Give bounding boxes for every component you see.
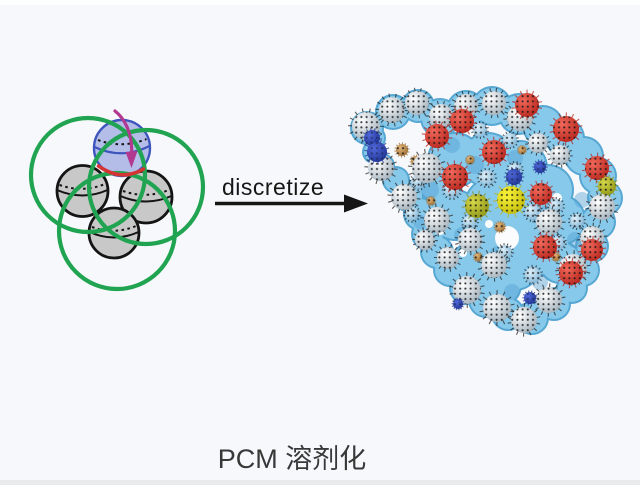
pale-tessera-sphere — [568, 212, 586, 230]
navy-tessera-sphere — [522, 290, 538, 306]
probe-equator-dashed — [97, 138, 147, 146]
arrow-head — [344, 194, 368, 213]
red-tessera-sphere — [446, 105, 478, 137]
caption: PCM 溶剂化 — [218, 444, 367, 474]
solute-cavity-diagram — [28, 109, 206, 292]
red-tessera-sphere — [438, 160, 472, 194]
olive-tessera-sphere — [461, 190, 493, 222]
tan-tessera-sphere — [425, 195, 437, 207]
white-tessera-sphere — [478, 87, 510, 119]
tan-tessera-sphere — [516, 144, 528, 156]
navy-tessera-sphere — [451, 297, 465, 311]
red-tessera-sphere — [577, 235, 607, 265]
yellow-tessera-sphere — [493, 182, 529, 218]
red-tessera-sphere — [511, 89, 543, 121]
sphere-intersection-arc — [96, 164, 146, 177]
white-tessera-sphere — [585, 190, 619, 224]
white-tessera-sphere — [477, 248, 511, 282]
pale-tessera-sphere — [501, 131, 519, 149]
red-tessera-sphere — [581, 152, 613, 184]
white-tessera-sphere — [412, 227, 438, 253]
white-tessera-sphere — [532, 283, 566, 317]
discretize-arrow-group: discretize — [215, 174, 368, 213]
red-tessera-sphere — [549, 112, 583, 146]
pale-tessera-sphere — [403, 205, 421, 223]
pale-tessera-sphere — [476, 167, 498, 189]
pale-tessera-sphere — [522, 264, 544, 286]
red-tessera-sphere — [555, 257, 587, 289]
probe-equator — [94, 145, 150, 155]
white-tessera-sphere — [433, 244, 463, 272]
discretize-label: discretize — [222, 174, 324, 200]
probe-path-arrow — [113, 109, 138, 168]
top-edge-strip — [0, 0, 640, 5]
solvent-sphere-circle — [28, 115, 148, 235]
tan-tessera-sphere — [472, 251, 484, 263]
bottom-edge-strip — [0, 480, 640, 485]
white-tessera-sphere — [407, 148, 447, 188]
discretized-molecule-surface — [348, 86, 623, 337]
atom-equator — [120, 195, 172, 203]
white-tessera-sphere — [454, 224, 486, 256]
white-tessera-sphere — [387, 180, 421, 214]
solvent-sphere-circle — [86, 127, 206, 247]
white-tessera-sphere — [375, 93, 409, 127]
atom-equator-dashed — [59, 183, 106, 190]
white-tessera-sphere — [525, 130, 551, 156]
atom-equator-dashed — [122, 189, 170, 196]
white-tessera-sphere — [420, 203, 454, 237]
red-tessera-sphere — [478, 136, 510, 168]
atom-equator — [56, 189, 108, 197]
white-tessera-sphere — [547, 142, 573, 168]
white-tessera-sphere — [479, 290, 515, 326]
white-tessera-sphere — [449, 272, 485, 308]
red-tessera-sphere — [529, 231, 561, 263]
pale-tessera-sphere — [471, 121, 489, 139]
white-tessera-sphere — [425, 100, 457, 132]
red-tessera-sphere — [527, 179, 555, 209]
tan-tessera-sphere — [493, 220, 507, 234]
navy-tessera-sphere — [503, 166, 525, 188]
tessellated-spheres — [348, 87, 619, 337]
navy-tessera-sphere — [532, 159, 548, 175]
tan-tessera-sphere — [464, 154, 476, 166]
white-tessera-sphere — [532, 205, 566, 239]
white-tessera-sphere — [507, 303, 541, 337]
red-tessera-sphere — [421, 120, 453, 152]
white-tessera-sphere — [401, 87, 433, 119]
navy-tessera-sphere — [364, 139, 390, 165]
tan-tessera-sphere — [394, 142, 410, 158]
olive-tessera-sphere — [595, 174, 619, 198]
